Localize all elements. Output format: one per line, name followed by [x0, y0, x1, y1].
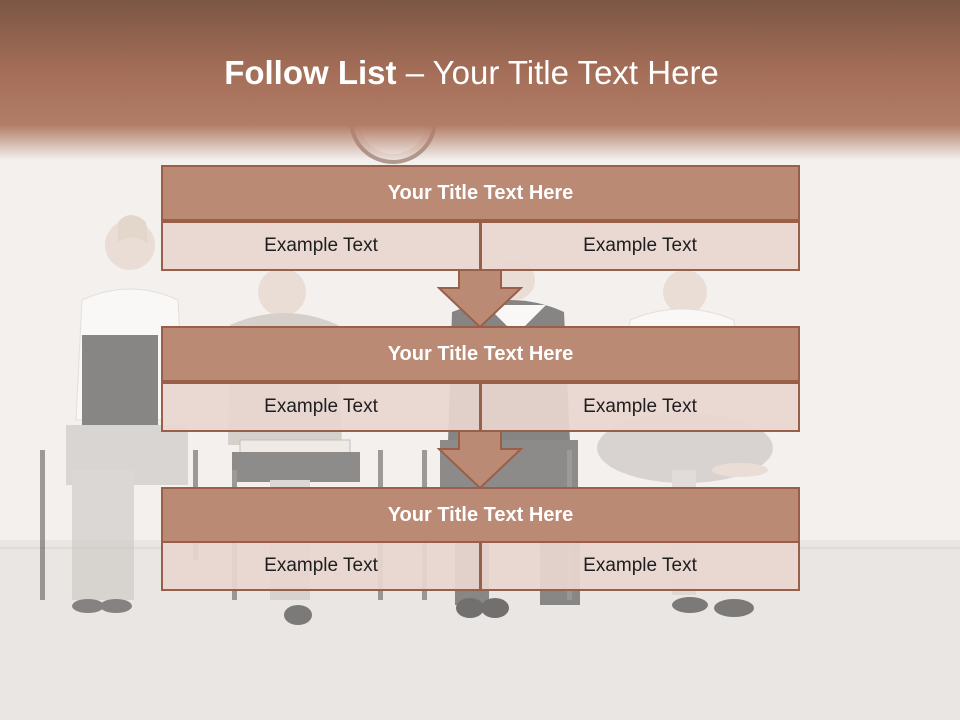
step-2-left-text: Example Text [264, 396, 378, 417]
step-1-title-box: Your Title Text Here [161, 165, 800, 221]
step-3-left-cell: Example Text [161, 541, 481, 591]
step-1-title: Your Title Text Here [387, 181, 574, 204]
step-1-right-cell: Example Text [480, 221, 800, 271]
step-2-title: Your Title Text Here [387, 342, 574, 365]
step-2-title-box: Your Title Text Here [161, 326, 800, 382]
step-1-left-cell: Example Text [161, 221, 481, 271]
step-1-left-text: Example Text [264, 235, 378, 256]
step-3-left-text: Example Text [264, 555, 378, 576]
step-3-right-text: Example Text [583, 555, 697, 576]
slide-title-rest: – Your Title Text Here [396, 54, 719, 91]
slide-title-bold: Follow List [224, 54, 397, 91]
step-1-right-text: Example Text [583, 235, 697, 256]
step-2-left-cell: Example Text [161, 382, 481, 432]
step-2-right-cell: Example Text [480, 382, 800, 432]
slide-title: Follow List – Your Title Text Here [0, 54, 943, 92]
step-3-title: Your Title Text Here [387, 503, 574, 526]
step-3-right-cell: Example Text [480, 541, 800, 591]
down-arrow-icon [437, 430, 523, 490]
down-arrow-icon [437, 269, 523, 329]
step-3-title-box: Your Title Text Here [161, 487, 800, 543]
header-band [0, 0, 960, 160]
step-2-right-text: Example Text [583, 396, 697, 417]
